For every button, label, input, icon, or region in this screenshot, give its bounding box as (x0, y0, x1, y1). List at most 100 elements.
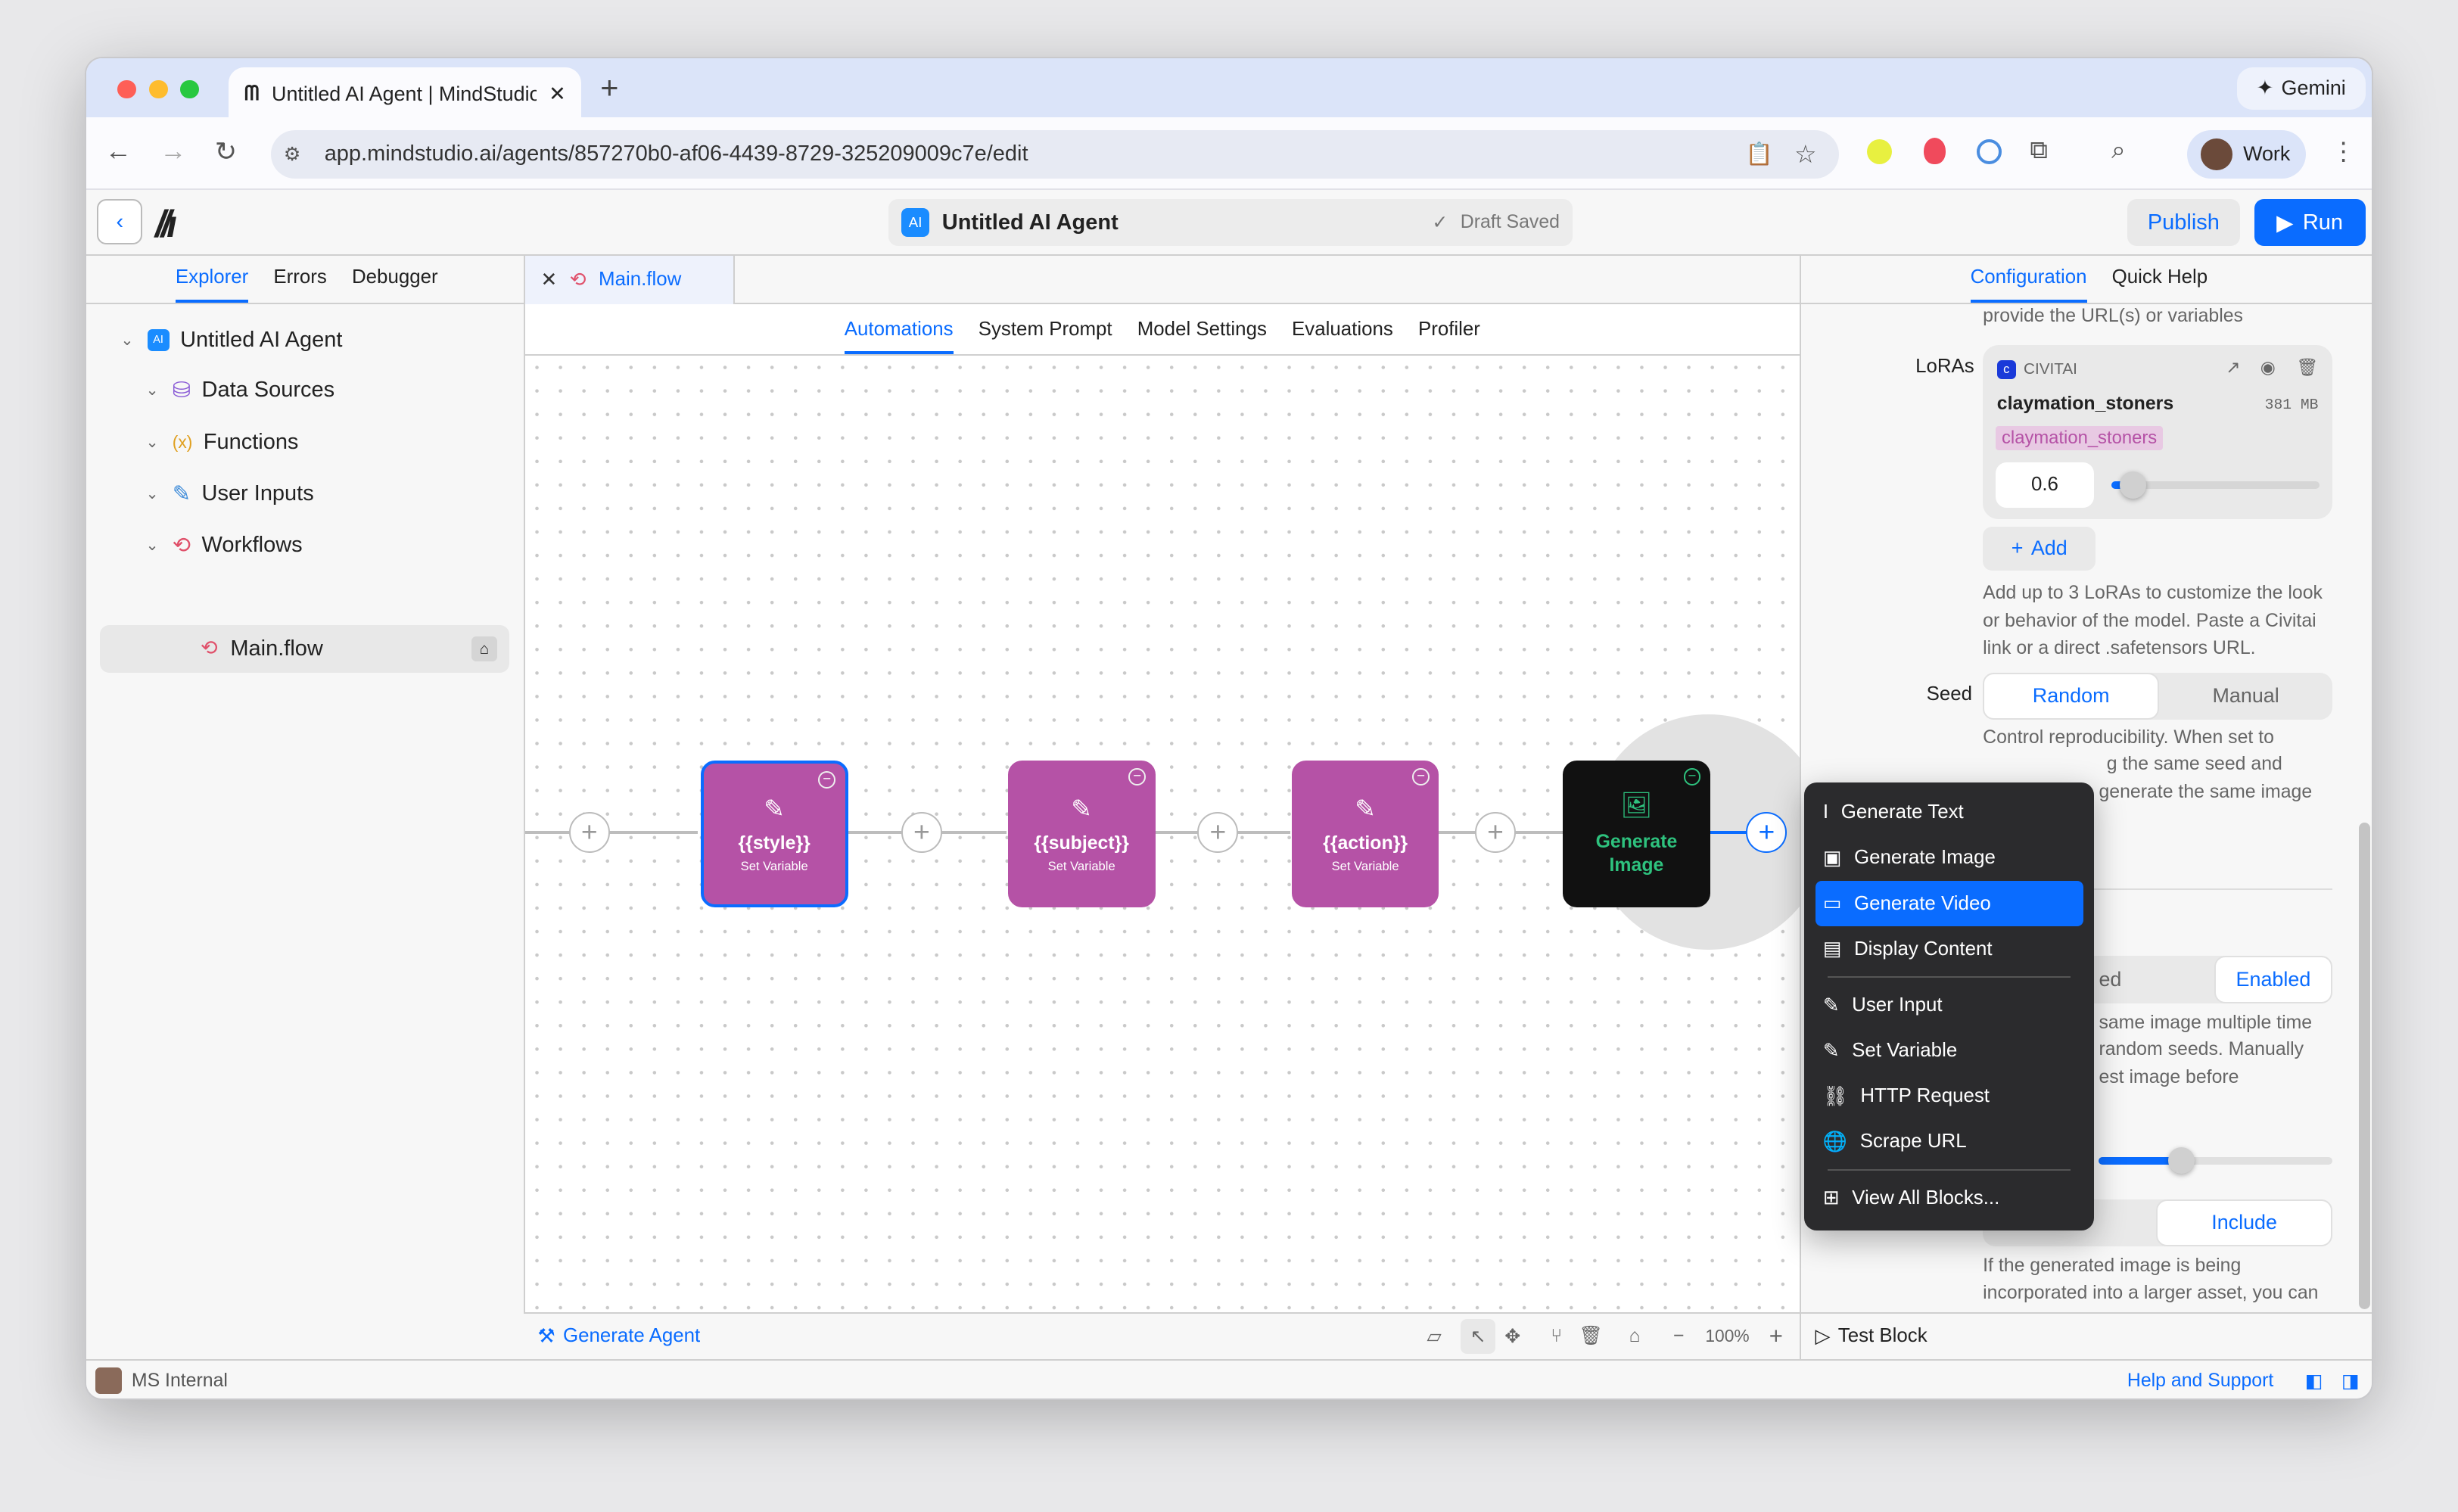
enabled-option[interactable]: Enabled (2214, 956, 2333, 1003)
add-block-button[interactable]: + (568, 811, 610, 853)
menu-item-scrape-url[interactable]: 🌐Scrape URL (1815, 1119, 2083, 1165)
extension-icon[interactable] (1866, 139, 1893, 165)
zoom-out-button[interactable]: − (1672, 1325, 1685, 1346)
node-generate-image[interactable]: −🖼Generate Image (1563, 760, 1710, 908)
menu-item-generate-image[interactable]: ▣Generate Image (1815, 835, 2083, 881)
trash-icon[interactable]: 🗑 (2296, 357, 2319, 378)
publish-button[interactable]: Publish (2127, 198, 2240, 247)
option-slider[interactable] (2099, 1147, 2333, 1174)
menu-item-view-all-blocks[interactable]: ⊞View All Blocks... (1815, 1175, 2083, 1221)
strawberry-extension-icon[interactable] (1923, 138, 1946, 165)
minimize-window-button[interactable] (148, 79, 168, 99)
reload-icon[interactable]: ↻ (214, 137, 238, 167)
node-set-variable-action[interactable]: −✎{{action}}Set Variable (1291, 760, 1439, 908)
tree-item-workflows[interactable]: ⌄⟲Workflows (146, 524, 303, 568)
tree-item-user-inputs[interactable]: ⌄✎User Inputs (146, 471, 314, 515)
collapse-icon[interactable]: − (1412, 767, 1430, 786)
seed-random-option[interactable]: Random (1983, 672, 2160, 720)
test-block-button[interactable]: ▷Test Block (1815, 1325, 1928, 1348)
lora-weight-input[interactable]: 0.6 (1995, 462, 2095, 509)
extensions-puzzle-icon[interactable]: ⧉ (2030, 136, 2049, 165)
new-tab-button[interactable]: + (600, 70, 619, 106)
scrollbar-thumb[interactable] (2359, 823, 2370, 1309)
node-set-variable-subject[interactable]: −✎{{subject}}Set Variable (1007, 760, 1156, 908)
slider-thumb[interactable] (2119, 471, 2147, 499)
url-bar[interactable]: ⚙ app.mindstudio.ai/agents/857270b0-af06… (271, 129, 1839, 179)
add-block-button[interactable]: + (901, 811, 942, 853)
menu-item-user-input[interactable]: ✎User Input (1815, 983, 2083, 1028)
tab-debugger[interactable]: Debugger (351, 266, 438, 288)
close-tab-icon[interactable]: ✕ (549, 82, 566, 105)
branch-icon[interactable]: ⑂ (1551, 1325, 1563, 1346)
add-block-button-active[interactable]: + (1746, 811, 1787, 853)
gemini-button[interactable]: ✦Gemini (2236, 67, 2366, 110)
close-window-button[interactable] (117, 79, 137, 99)
eye-icon[interactable]: ◉ (2260, 357, 2276, 378)
agent-title-pill[interactable]: AI Untitled AI Agent ✓Draft Saved (888, 198, 1573, 247)
forward-icon[interactable]: → (160, 136, 187, 166)
seed-manual-option[interactable]: Manual (2212, 684, 2279, 708)
more-menu-icon[interactable]: ⋮ (2331, 138, 2357, 166)
play-outline-icon: ▷ (1815, 1325, 1831, 1347)
browser-tab[interactable]: ᗰ Untitled AI Agent | MindStudio ✕ (229, 67, 582, 121)
help-and-support-link[interactable]: Help and Support (2127, 1370, 2274, 1391)
flow-canvas[interactable]: + + + + + −✎{{style}}Set Variable −✎{{su… (524, 356, 1827, 1312)
external-link-icon[interactable]: ↗ (2226, 357, 2241, 378)
select-pointer-icon[interactable]: ↖ (1461, 1318, 1495, 1354)
zoom-in-button[interactable]: + (1769, 1322, 1783, 1349)
text-cursor-icon: I (1822, 801, 1829, 823)
menu-item-display-content[interactable]: ▤Display Content (1815, 926, 2083, 972)
tree-item-main-flow[interactable]: ⟲ Main.flow ⌂ (100, 625, 510, 673)
trash-icon[interactable]: 🗑 (1579, 1326, 1603, 1347)
run-button[interactable]: ▶Run (2254, 198, 2366, 247)
toggle-left-panel-icon[interactable]: ◧ (2304, 1370, 2323, 1392)
include-option[interactable]: Include (2156, 1199, 2333, 1246)
workspace-name[interactable]: MS Internal (131, 1370, 228, 1391)
tab-model-settings[interactable]: Model Settings (1137, 318, 1267, 340)
collapse-icon[interactable]: − (1683, 767, 1701, 786)
tab-system-prompt[interactable]: System Prompt (978, 318, 1112, 340)
node-set-variable-style[interactable]: −✎{{style}}Set Variable (700, 760, 848, 908)
generate-agent-button[interactable]: ⚒Generate Agent (537, 1325, 700, 1348)
profile-button[interactable]: Work (2186, 129, 2306, 179)
close-icon[interactable]: ✕ (540, 269, 558, 291)
tab-quick-help[interactable]: Quick Help (2111, 266, 2208, 288)
tree-item-data-sources[interactable]: ⌄⛁Data Sources (146, 369, 335, 412)
site-settings-icon[interactable]: ⚙ (283, 144, 301, 165)
tab-search-icon[interactable]: ⌕ (2111, 136, 2126, 165)
tab-explorer[interactable]: Explorer (175, 266, 249, 303)
add-block-button[interactable]: + (1475, 811, 1516, 853)
tab-errors[interactable]: Errors (273, 266, 327, 288)
bookmark-star-icon[interactable]: ☆ (1794, 140, 1817, 169)
tree-item-functions[interactable]: ⌄(x)Functions (146, 420, 299, 464)
tab-evaluations[interactable]: Evaluations (1292, 318, 1393, 340)
sticky-note-icon[interactable]: ▱ (1427, 1326, 1442, 1347)
file-tab-main-flow[interactable]: ✕⟲Main.flow (524, 255, 736, 304)
pan-move-icon[interactable]: ✥ (1504, 1326, 1521, 1347)
lora-weight-slider[interactable] (2111, 471, 2320, 499)
back-button[interactable]: ‹ (97, 198, 143, 245)
clipboard-icon[interactable]: 📋 (1745, 142, 1773, 166)
add-lora-button[interactable]: +Add (1983, 526, 2096, 571)
tab-automations[interactable]: Automations (844, 319, 954, 355)
mindstudio-favicon-icon: ᗰ (244, 82, 260, 105)
lora-card: c CIVITAI ↗ ◉ 🗑 claymation_stoners 381 M… (1983, 344, 2333, 519)
toggle-right-panel-icon[interactable]: ◨ (2341, 1370, 2360, 1392)
password-extension-icon[interactable] (1976, 139, 2002, 165)
menu-item-http-request[interactable]: ⛓HTTP Request (1815, 1074, 2083, 1119)
collapse-icon[interactable]: − (818, 770, 836, 789)
disabled-option[interactable]: ed (2099, 968, 2122, 991)
collapse-icon[interactable]: − (1128, 767, 1147, 786)
add-block-button[interactable]: + (1197, 811, 1239, 853)
workflow-icon: ⟲ (172, 534, 191, 558)
slider-thumb[interactable] (2167, 1147, 2195, 1174)
tab-configuration[interactable]: Configuration (1970, 266, 2087, 303)
home-icon[interactable]: ⌂ (1629, 1325, 1641, 1346)
tab-profiler[interactable]: Profiler (1417, 318, 1480, 340)
maximize-window-button[interactable] (180, 79, 199, 99)
back-icon[interactable]: ← (104, 136, 132, 166)
menu-item-generate-video[interactable]: ▭Generate Video (1815, 881, 2083, 927)
menu-item-set-variable[interactable]: ✎Set Variable (1815, 1028, 2083, 1074)
